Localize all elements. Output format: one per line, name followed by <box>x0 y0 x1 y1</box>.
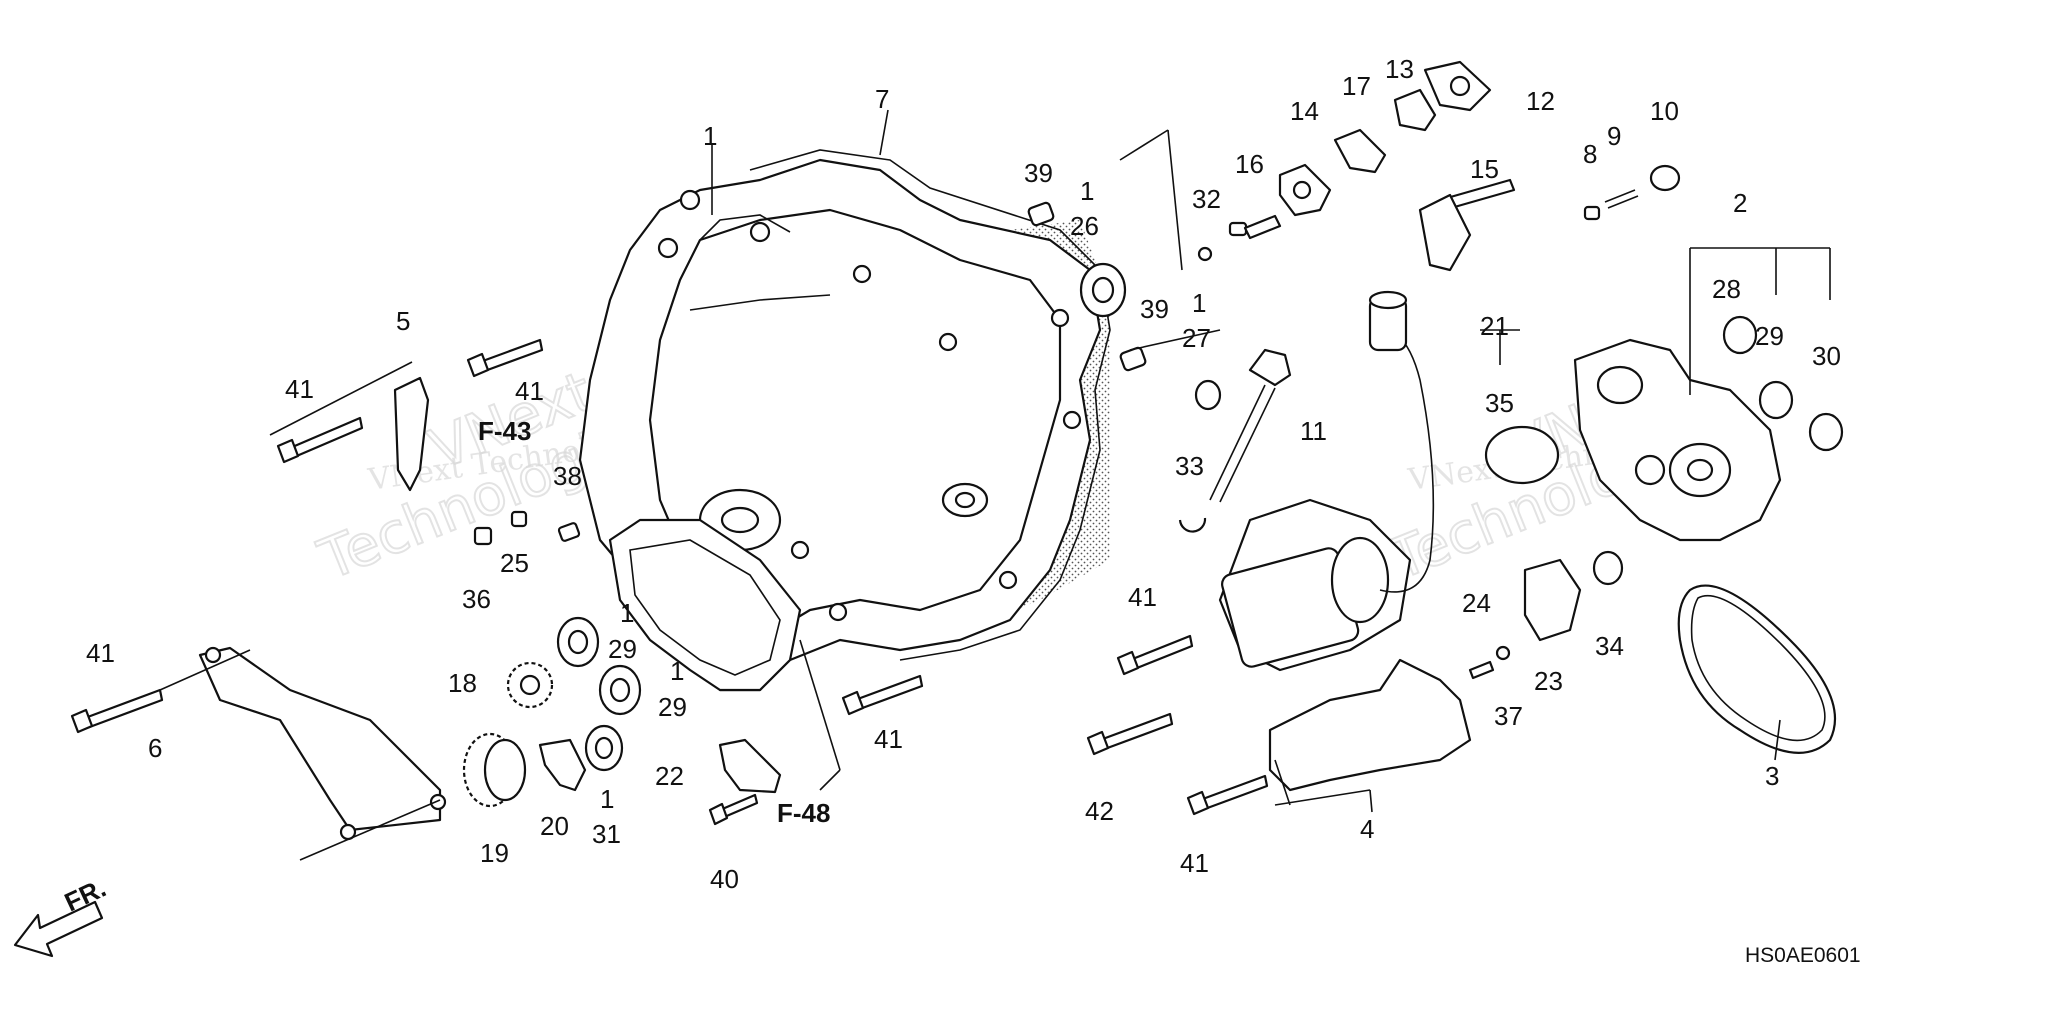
callout-17: 17 <box>1342 71 1371 101</box>
callout-3: 3 <box>1765 761 1779 791</box>
callout-21: 21 <box>1480 311 1509 341</box>
rear-crankcase-cover <box>578 149 1111 692</box>
callout-8: 8 <box>1583 139 1597 169</box>
callout-34: 34 <box>1595 631 1624 661</box>
callout-42: 42 <box>1085 796 1114 826</box>
callout-41: 41 <box>874 724 903 754</box>
callout-37: 37 <box>1494 701 1523 731</box>
callout-1: 1 <box>1192 288 1206 318</box>
callout-1: 1 <box>600 784 614 814</box>
callout-41: 41 <box>285 374 314 404</box>
diagram-code: HS0AE0601 <box>1745 944 1861 967</box>
callout-15: 15 <box>1470 154 1499 184</box>
callout-10: 10 <box>1650 96 1679 126</box>
small-parts <box>70 60 1844 841</box>
callout-22: 22 <box>655 761 684 791</box>
callout-41: 41 <box>1128 582 1157 612</box>
callout-14: 14 <box>1290 96 1319 126</box>
pump-housing <box>1573 338 1782 542</box>
callout-7: 7 <box>875 84 889 114</box>
callout-36: 36 <box>462 584 491 614</box>
callout-27: 27 <box>1182 323 1211 353</box>
callout-1: 1 <box>620 598 634 628</box>
svg-text:FR.: FR. <box>60 873 111 918</box>
o-ring-3 <box>1677 584 1837 754</box>
callout-2: 2 <box>1733 188 1747 218</box>
callout-32: 32 <box>1192 184 1221 214</box>
callout-39: 39 <box>1140 294 1169 324</box>
callout-4: 4 <box>1360 814 1374 844</box>
shift-motor <box>1218 290 1435 672</box>
callout-labels: 1 7 39 1 26 32 16 14 17 13 12 15 8 9 10 … <box>86 54 1841 894</box>
callout-16: 16 <box>1235 149 1264 179</box>
callout-1: 1 <box>670 656 684 686</box>
callout-29: 29 <box>608 634 637 664</box>
callout-25: 25 <box>500 548 529 578</box>
callout-12: 12 <box>1526 86 1555 116</box>
callout-11: 11 <box>1300 416 1327 446</box>
callout-5: 5 <box>396 306 410 336</box>
callout-41: 41 <box>515 376 544 406</box>
callout-31: 31 <box>592 819 621 849</box>
callout-1: 1 <box>1080 176 1094 206</box>
callout-23: 23 <box>1534 666 1563 696</box>
front-direction-arrow: FR. <box>13 873 111 958</box>
callout-41: 41 <box>86 638 115 668</box>
callout-1: 1 <box>703 121 717 151</box>
motor-bracket <box>1268 658 1472 792</box>
callout-28: 28 <box>1712 274 1741 304</box>
callout-41: 41 <box>1180 848 1209 878</box>
callout-29: 29 <box>658 692 687 722</box>
callout-26: 26 <box>1070 211 1099 241</box>
leader-lines <box>159 109 1831 861</box>
callout-38: 38 <box>553 461 582 491</box>
callout-33: 33 <box>1175 451 1204 481</box>
reference-f43: F-43 <box>478 416 531 446</box>
callout-24: 24 <box>1462 588 1491 618</box>
reference-f48: F-48 <box>777 798 830 828</box>
callout-18: 18 <box>448 668 477 698</box>
callout-9: 9 <box>1607 121 1621 151</box>
callout-19: 19 <box>480 838 509 868</box>
callout-35: 35 <box>1485 388 1514 418</box>
callout-39: 39 <box>1024 158 1053 188</box>
callout-40: 40 <box>710 864 739 894</box>
callout-13: 13 <box>1385 54 1414 84</box>
callout-29: 29 <box>1755 321 1784 351</box>
callout-20: 20 <box>540 811 569 841</box>
callout-30: 30 <box>1812 341 1841 371</box>
callout-6: 6 <box>148 733 162 763</box>
